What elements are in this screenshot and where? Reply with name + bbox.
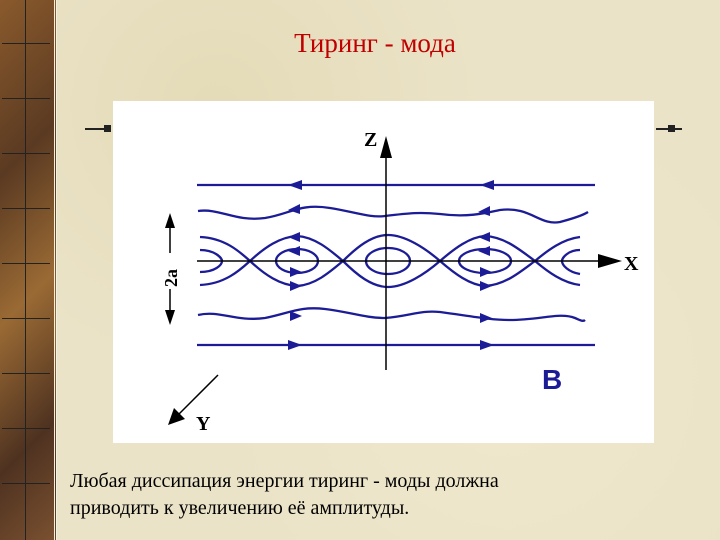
field-line-wavy-bottom <box>197 307 586 322</box>
y-axis <box>174 374 219 419</box>
x-axis-arrowhead <box>598 254 622 268</box>
decorative-line-left <box>85 125 111 132</box>
width-label: 2a <box>161 269 181 287</box>
z-axis-label: Z <box>364 129 377 151</box>
field-label: B <box>542 364 562 395</box>
field-lines-svg: Z X Y 2a B <box>161 129 639 435</box>
decorative-side-strip <box>0 0 57 540</box>
decorative-line-right <box>656 125 682 132</box>
field-direction-arrows <box>288 180 494 350</box>
field-line-wavy-top <box>197 205 589 224</box>
separatrix-upper <box>199 233 581 263</box>
separatrix-lower <box>199 259 581 289</box>
x-axis-label: X <box>624 253 639 275</box>
tearing-mode-diagram: Z X Y 2a B <box>113 101 654 443</box>
y-axis-label: Y <box>196 413 211 435</box>
coordinate-axes <box>169 150 605 419</box>
caption-line-1: Любая диссипация энергии тиринг - моды д… <box>70 470 499 492</box>
y-axis-arrowhead <box>168 408 185 425</box>
caption-line-2: приводить к увеличению её амплитуды. <box>70 497 410 519</box>
slide-caption: Любая диссипация энергии тиринг - моды д… <box>70 468 690 522</box>
z-axis-arrowhead <box>380 136 392 158</box>
open-line-right-edge <box>560 248 581 276</box>
slide-title: Тиринг - мода <box>294 28 456 58</box>
